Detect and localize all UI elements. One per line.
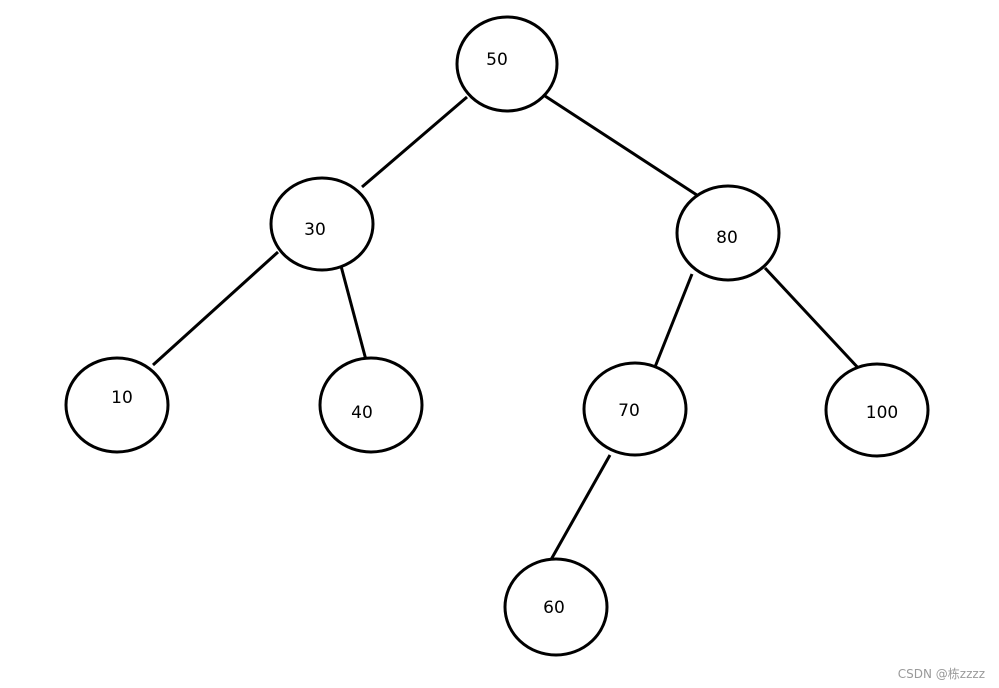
nodes-layer: 50 30 80 10 40 70 100 60 <box>64 15 930 657</box>
node-label: 10 <box>111 388 133 408</box>
edge-n50-n30 <box>361 95 468 189</box>
node-circle <box>64 356 170 454</box>
tree-node-n100: 100 <box>824 362 930 458</box>
node-label: 100 <box>866 403 898 423</box>
watermark: CSDN @栋zzzz <box>897 667 985 681</box>
tree-node-n10: 10 <box>64 356 170 454</box>
edge-n80-n100 <box>763 266 863 373</box>
tree-node-n30: 30 <box>269 176 375 272</box>
tree-node-n40: 40 <box>318 356 424 454</box>
node-circle <box>318 356 424 454</box>
node-circle <box>675 184 781 282</box>
node-label: 50 <box>486 50 508 70</box>
node-label: 40 <box>351 403 373 423</box>
node-circle <box>269 176 375 272</box>
edge-n50-n80 <box>544 94 704 201</box>
edge-n30-n40 <box>339 265 368 361</box>
node-label: 70 <box>618 401 640 421</box>
tree-node-n60: 60 <box>503 557 609 657</box>
node-label: 80 <box>716 228 738 248</box>
node-label: 60 <box>543 598 565 618</box>
node-circle <box>824 362 930 458</box>
tree-node-n80: 80 <box>675 184 781 282</box>
edge-n70-n60 <box>546 454 612 566</box>
edge-n80-n70 <box>653 273 694 368</box>
tree-node-n70: 70 <box>582 361 688 457</box>
node-label: 30 <box>304 220 326 240</box>
node-circle <box>455 15 559 113</box>
node-circle <box>582 361 688 457</box>
node-circle <box>503 557 609 657</box>
edge-n30-n10 <box>151 250 280 367</box>
edges-layer <box>151 94 863 566</box>
tree-node-n50: 50 <box>455 15 559 113</box>
